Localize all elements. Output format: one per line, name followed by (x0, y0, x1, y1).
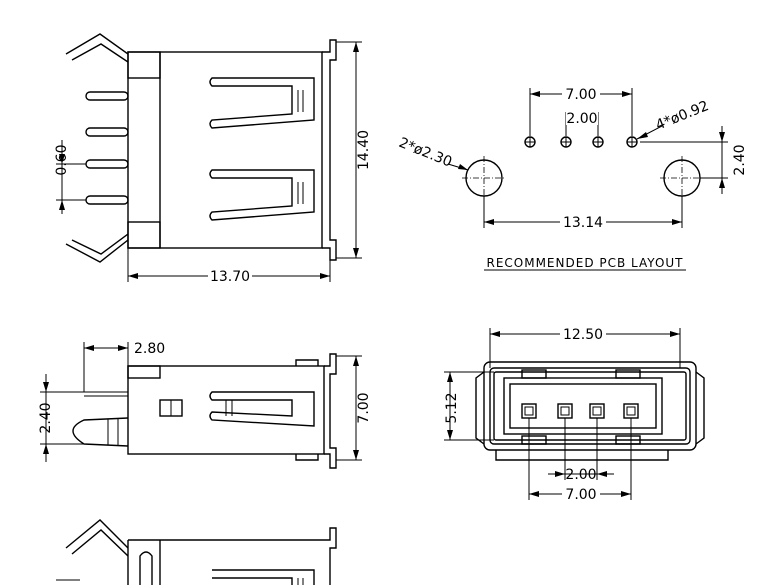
dim-top-pin-pitch: 0.60 (54, 144, 70, 175)
large-hole (660, 156, 704, 200)
small-hole (626, 136, 638, 148)
pcb-layout-caption: RECOMMENDED PCB LAYOUT (486, 256, 683, 270)
pcb-layout: 7.00 2.00 4*ø0.92 2*ø2.30 2.40 13.14 REC… (397, 86, 748, 271)
dim-front-outer-pitch: 7.00 (565, 487, 596, 503)
bottom-view (56, 519, 337, 585)
contact (521, 403, 537, 419)
dim-front-inner-pitch: 2.00 (565, 467, 596, 483)
dim-front-height: 5.12 (444, 392, 460, 423)
dim-side-pin-offset: 2.80 (134, 341, 165, 357)
dim-pcb-small-holes: 4*ø0.92 (654, 98, 712, 134)
dim-pcb-peg-pitch: 13.14 (563, 215, 603, 231)
dim-front-width: 12.50 (563, 327, 603, 343)
dim-top-height: 14.40 (356, 130, 372, 170)
small-hole (524, 136, 536, 148)
contact (623, 403, 639, 419)
dim-top-length: 13.70 (210, 269, 250, 285)
dim-pcb-large-holes: 2*ø2.30 (397, 135, 455, 171)
contact (589, 403, 605, 419)
dim-pcb-row-offset: 2.40 (732, 144, 748, 175)
dim-side-height: 7.00 (356, 392, 372, 423)
contact (557, 403, 573, 419)
small-hole (592, 136, 604, 148)
top-view: 14.40 13.70 0.60 (54, 33, 372, 285)
front-view: 12.50 5.12 2.00 7.00 (444, 326, 705, 503)
side-view: 2.80 2.40 7.00 (38, 341, 372, 469)
large-hole (462, 156, 506, 200)
dim-side-pin-height: 2.40 (38, 402, 54, 433)
small-hole (560, 136, 572, 148)
dim-pcb-inner-pitch: 2.00 (566, 111, 597, 127)
dim-pcb-outer-pitch: 7.00 (565, 87, 596, 103)
